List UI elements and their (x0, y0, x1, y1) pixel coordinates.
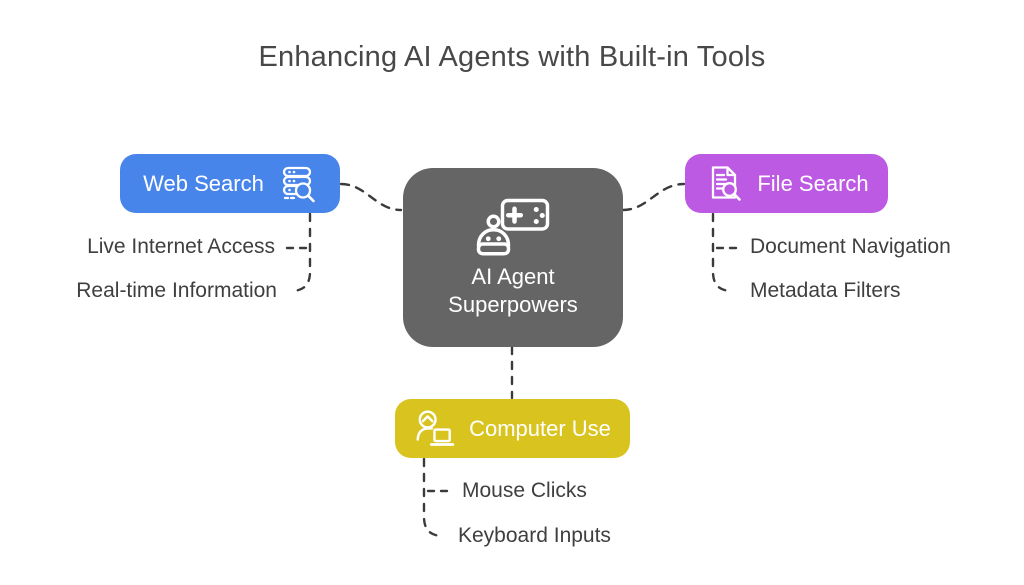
diagram-title: Enhancing AI Agents with Built-in Tools (258, 41, 766, 73)
robot-gamepad-icon (474, 196, 552, 259)
node-computer-use: Computer Use (395, 399, 630, 458)
child-label-keyboard-inputs: Keyboard Inputs (458, 524, 611, 547)
connector-file-children (711, 212, 734, 293)
connector-web-to-center (339, 182, 403, 212)
child-label-document-navigation: Document Navigation (750, 235, 951, 258)
center-label-line1: AI Agent (471, 264, 555, 289)
document-search-icon (704, 164, 744, 204)
node-file-search-label: File Search (757, 170, 869, 196)
center-label-line2: Superpowers (448, 292, 578, 317)
node-ai-agent-superpowers: AI Agent Superpowers (403, 168, 623, 347)
node-web-search-label: Web Search (143, 170, 264, 196)
child-label-live-internet-access: Live Internet Access (87, 235, 275, 258)
connector-center-to-file (621, 182, 686, 212)
child-label-metadata-filters: Metadata Filters (750, 279, 901, 302)
node-file-search: File Search (685, 154, 888, 213)
server-search-icon (277, 164, 317, 204)
connector-computer-children (422, 457, 445, 538)
node-web-search: Web Search (120, 154, 340, 213)
child-label-mouse-clicks: Mouse Clicks (462, 479, 587, 502)
node-computer-use-label: Computer Use (469, 415, 611, 441)
connector-web-children (289, 212, 312, 293)
person-laptop-icon (414, 408, 456, 450)
child-label-real-time-information: Real-time Information (76, 279, 277, 302)
